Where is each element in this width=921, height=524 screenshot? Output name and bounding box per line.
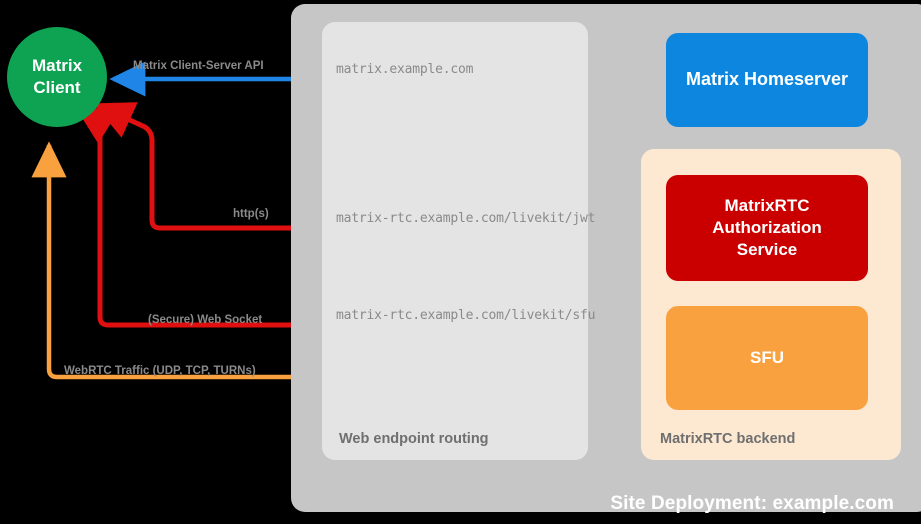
node-sfu[interactable]: SFU [666,306,868,410]
livekit-sfu-endpoint-label: matrix-rtc.example.com/livekit/sfu [336,308,596,323]
node-sfu-label: SFU [750,348,784,368]
matrixrtc-backend-title: MatrixRTC backend [660,431,796,447]
edge-label-secure-websocket: (Secure) Web Socket [148,314,263,326]
site-deployment-title: Site Deployment: example.com [610,493,894,514]
edge-label-matrix-client-server-api: Matrix Client-Server API [133,60,264,72]
livekit-jwt-endpoint-label: matrix-rtc.example.com/livekit/jwt [336,211,596,226]
node-matrix-homeserver-label: Matrix Homeserver [685,69,849,90]
edge-label-webrtc-traffic: WebRTC Traffic (UDP, TCP, TURNs) [64,365,256,377]
matrix-homeserver-endpoint-label: matrix.example.com [336,62,474,77]
edge-https [93,102,666,231]
web-endpoint-routing-title: Web endpoint routing [339,431,489,447]
web-endpoint-routing-panel: Web endpoint routing [322,22,588,460]
node-matrix-homeserver[interactable]: Matrix Homeserver [666,33,868,127]
edge-label-https: http(s) [233,208,269,220]
edge-secure-websocket [74,105,666,328]
